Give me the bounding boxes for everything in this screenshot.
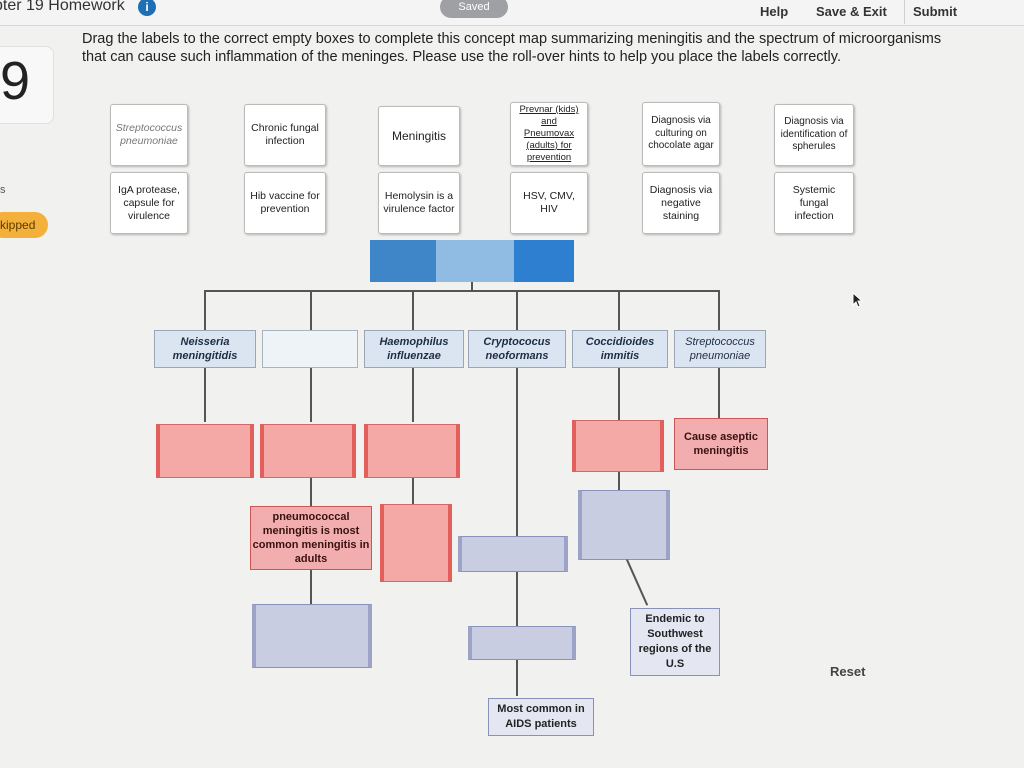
label-chronic-fungal-infection[interactable]: Chronic fungal infection (244, 104, 326, 166)
drop-zone-neisseria-1[interactable] (156, 424, 254, 478)
label-hib-vaccine[interactable]: Hib vaccine for prevention (244, 172, 326, 234)
drop-zone-cryptococcus-2[interactable] (468, 626, 576, 660)
connector (516, 290, 518, 330)
side-label: s (0, 184, 6, 196)
organism-neisseria: Neisseria meningitidis (154, 330, 256, 368)
label-spherules[interactable]: Diagnosis via identification of spherule… (774, 104, 854, 166)
assignment-title: pter 19 Homework (0, 0, 125, 14)
connector (516, 572, 518, 626)
skipped-badge[interactable]: kipped (0, 212, 48, 238)
connector (310, 478, 312, 506)
info-icon[interactable]: i (138, 0, 156, 16)
mouse-pointer-icon (852, 291, 864, 313)
placed-pneumococcal-adults[interactable]: pneumococcal meningitis is most common m… (250, 506, 372, 570)
drop-zone-cryptococcus-1[interactable] (458, 536, 568, 572)
connector (516, 368, 518, 536)
root-drop-middle (436, 240, 514, 282)
label-prevnar-pneumovax[interactable]: Prevnar (kids) and Pneumovax (adults) fo… (510, 102, 588, 166)
connector (204, 290, 206, 330)
drop-zone-col2-1[interactable] (260, 424, 356, 478)
connector (618, 368, 620, 420)
placed-aseptic-meningitis[interactable]: Cause aseptic meningitis (674, 418, 768, 470)
organism-streptococcus: Streptococcus pneumoniae (674, 330, 766, 368)
instructions-text: Drag the labels to the correct empty box… (82, 31, 942, 65)
label-negative-staining[interactable]: Diagnosis via negative staining (642, 172, 720, 234)
connector (412, 290, 414, 330)
organism-cryptococcus: Cryptococus neoformans (468, 330, 566, 368)
connector (471, 282, 473, 290)
connector (310, 570, 312, 604)
connector (412, 478, 414, 504)
placed-endemic-southwest[interactable]: Endemic to Southwest regions of the U.S (630, 608, 720, 676)
connector (204, 368, 206, 422)
drop-zone-col2-3[interactable] (252, 604, 372, 668)
connector (516, 660, 518, 696)
submit-button[interactable]: Submit (904, 0, 1024, 24)
root-drop-right (514, 240, 574, 282)
label-systemic-fungal[interactable]: Systemic fungal infection (774, 172, 854, 234)
label-iga-protease[interactable]: IgA protease, capsule for virulence (110, 172, 188, 234)
reset-button[interactable]: Reset (830, 664, 866, 679)
connector (718, 368, 720, 418)
organism-haemophilus: Haemophilus influenzae (364, 330, 464, 368)
drop-zone-haemophilus-1[interactable] (364, 424, 460, 478)
label-hsv-cmv-hiv[interactable]: HSV, CMV, HIV (510, 172, 588, 234)
question-number-card[interactable] (0, 46, 54, 124)
root-drop-left (370, 240, 436, 282)
connector (626, 559, 649, 606)
drop-zone-coccidioides-1[interactable] (572, 420, 664, 472)
drop-zone-coccidioides-2[interactable] (578, 490, 670, 560)
save-exit-button[interactable]: Save & Exit (816, 4, 887, 19)
label-prevnar-text: Prevnar (kids) and Pneumovax (adults) fo… (519, 104, 579, 163)
drop-zone-haemophilus-2[interactable] (380, 504, 452, 582)
root-drop-zone[interactable] (370, 240, 574, 282)
placed-aids-patients[interactable]: Most common in AIDS patients (488, 698, 594, 736)
connector (204, 290, 720, 292)
connector (310, 290, 312, 330)
label-meningitis[interactable]: Meningitis (378, 106, 460, 166)
label-streptococcus-pneumoniae[interactable]: Streptococcus pneumoniae (110, 104, 188, 166)
connector (310, 368, 312, 422)
top-bar: pter 19 Homework i Saved Help Save & Exi… (0, 0, 1024, 26)
question-number: 9 (0, 51, 31, 111)
label-chocolate-agar[interactable]: Diagnosis via culturing on chocolate aga… (642, 102, 720, 166)
label-hemolysin[interactable]: Hemolysin is a virulence factor (378, 172, 460, 234)
connector (718, 290, 720, 330)
help-button[interactable]: Help (760, 4, 789, 19)
saved-status-badge: Saved (440, 0, 508, 18)
organism-drop-zone[interactable] (262, 330, 358, 368)
connector (412, 368, 414, 422)
connector (618, 290, 620, 330)
organism-coccidioides: Coccidioides immitis (572, 330, 668, 368)
connector (618, 472, 620, 490)
